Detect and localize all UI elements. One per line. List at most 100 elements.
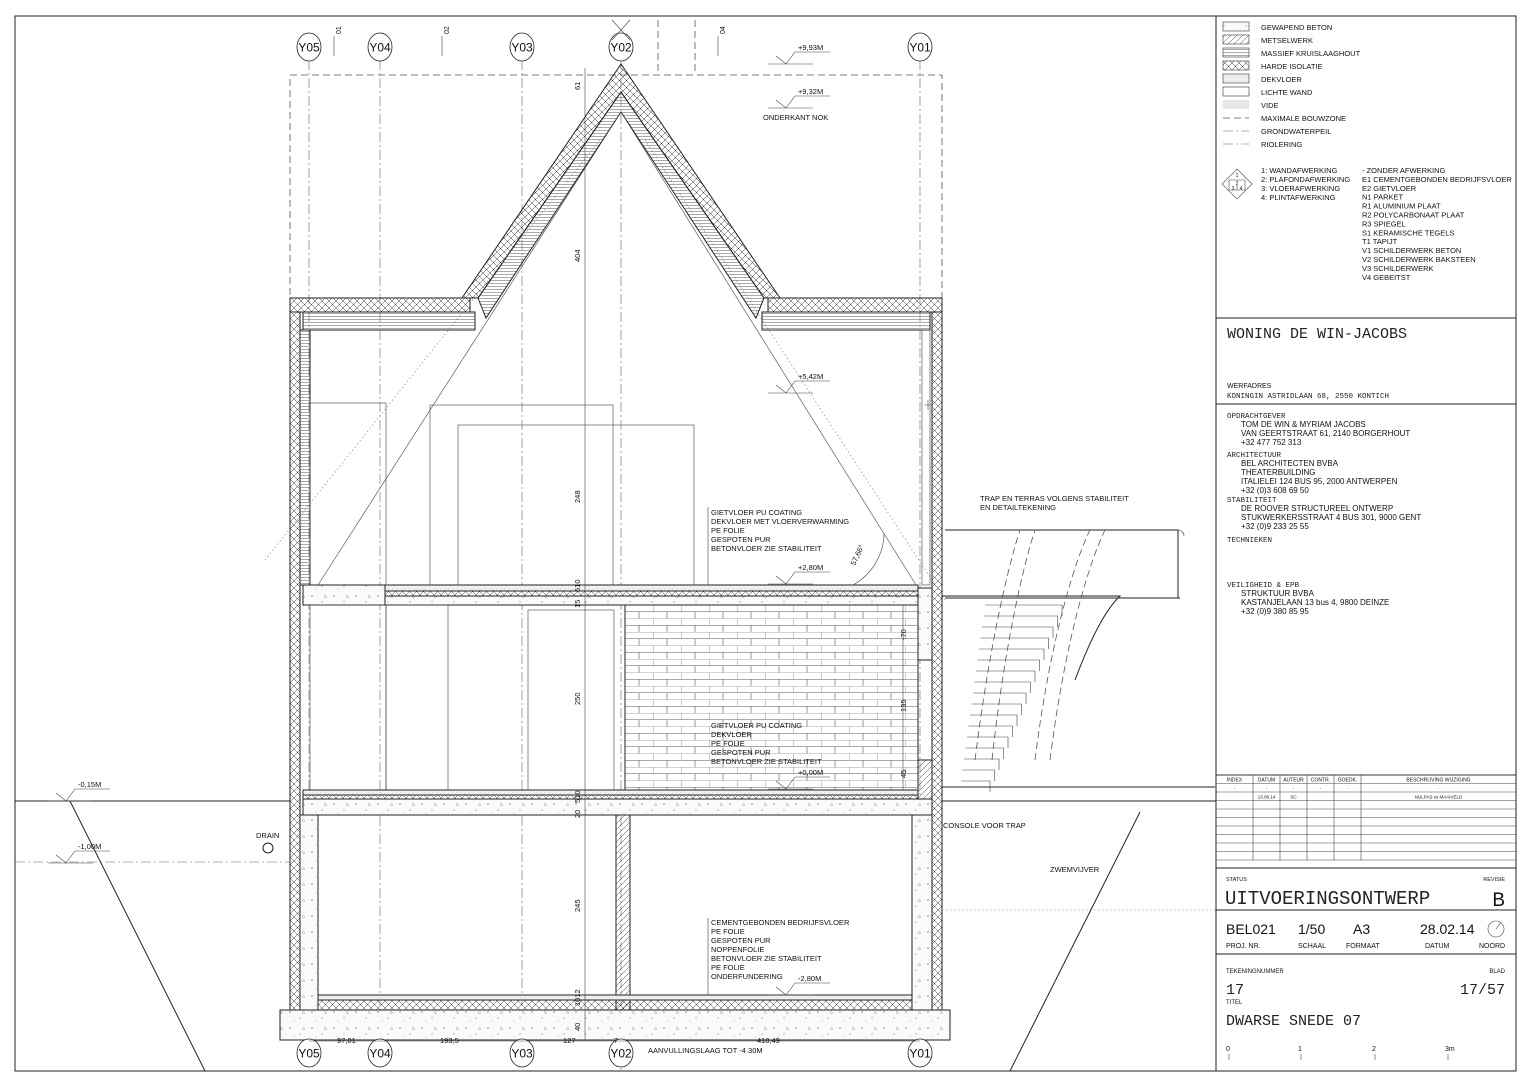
level-groundwater: -1,00M [78,842,101,851]
floor-build-up-basement: GESPOTEN PUR [711,936,771,945]
finish-code: R1 ALUMINIUM PLAAT [1362,202,1441,211]
grid-label: Y01 [909,1047,931,1061]
legend-item: GRONDWATERPEIL [1261,127,1331,136]
finish-number: 3 [1232,186,1235,192]
legend-item: VIDE [1261,101,1279,110]
legend-item: RIOLERING [1261,140,1302,149]
grid-bubble [296,32,322,62]
stability-label: STABILITEIT [1227,497,1277,505]
proj-nr: BEL021 [1226,921,1276,937]
grid-bubble [608,1038,634,1068]
revision: B [1492,890,1505,911]
floor-build-up-basement: PE FOLIE [711,963,745,972]
wall-left-insulation [289,311,301,1011]
revision-cell: - [1347,786,1349,791]
legend-item: METSELWERK [1261,36,1313,45]
architect-label: ARCHITECTUUR [1227,452,1282,460]
scale-label: SCHAAL [1298,943,1326,950]
scale-bar-label: 2 [1372,1046,1376,1053]
floor-build-up-ground: DEKVLOER [711,730,752,739]
roof-angle: 57,66° [849,543,866,567]
sheet-frame [14,15,1517,1072]
legend-item: GEWAPEND BETON [1261,23,1332,32]
drawing-title: DWARSE SNEDE 07 [1226,1013,1361,1030]
grid-label: Y05 [298,1047,320,1061]
drain-symbol [262,842,274,854]
level-ridge: +9,32M [798,87,823,96]
drain-label: DRAIN [256,831,279,840]
finish-key: 4: PLINTAFWERKING [1261,193,1336,202]
section-mark-04: 04 [720,26,727,34]
stair-treads [961,604,1063,792]
stability-line: STUKWERKERSSTRAAT 4 BUS 301, 9000 GENT [1241,513,1421,522]
basement-wall-right [911,814,933,1011]
dim-410: 410,49 [757,1036,780,1045]
title-label: TITEL [1226,1000,1243,1006]
revision-cell: SC [1290,795,1297,800]
site-address: KONINGIN ASTRIDLAAN 68, 2550 KONTICH [1227,393,1389,401]
floor-build-up-ground: BETONVLOER ZIE STABILITEIT [711,757,822,766]
fill-note: AANVULLINGSLAAG TOT -4.30M [648,1046,763,1055]
scale: 1/50 [1298,921,1325,937]
grid-bubble [608,32,634,62]
safety-label: VEILIGHEID & EPB [1227,582,1300,590]
client-label: OPDRACHTGEVER [1227,413,1286,421]
legend-item: MASSIEF KRUISLAAGHOUT [1261,49,1361,58]
finish-code: - ZONDER AFWERKING [1362,166,1446,175]
legend-swatch [1222,21,1250,32]
status: UITVOERINGSONTWERP [1225,888,1430,910]
floor-build-up-ground: GIETVLOER PU COATING [711,721,802,730]
stability-line: DE ROOVER STRUCTUREEL ONTWERP [1241,504,1393,513]
floor-build-up-first: GIETVLOER PU COATING [711,508,802,517]
floor-build-up-first: PE FOLIE [711,526,745,535]
finish-diamond-icon [1221,168,1253,200]
grid-bubble [367,1038,393,1068]
floor-build-up-ground: PE FOLIE [711,739,745,748]
project-name: WONING DE WIN-JACOBS [1227,326,1407,343]
grid-label: Y05 [298,41,320,55]
grid-label: Y02 [610,41,632,55]
level-basement: -2,80M [798,974,821,983]
revision-header: BESCHRIJVING WIJZIGING [1406,778,1470,784]
dim-250: 250 [573,692,582,705]
floor-build-up-basement: BETONVLOER ZIE STABILITEIT [711,954,822,963]
dim-61: 61 [573,82,582,90]
floor-build-up-first: GESPOTEN PUR [711,535,771,544]
revision-cell: - [1234,786,1236,791]
client-line: +32 477 752 313 [1241,438,1302,447]
revision-cell: NULPAS vs MAAIVELD [1415,795,1463,800]
finish-code: V1 SCHILDERWERK BETON [1362,246,1461,255]
revision-cell: - [1293,786,1295,791]
dim-97: 97,01 [337,1036,356,1045]
architect-line: THEATERBUILDING [1241,468,1316,477]
finish-key: 1: WANDAFWERKING [1261,166,1338,175]
finish-code: R3 SPIEGEL [1362,219,1406,228]
client-line: TOM DE WIN & MYRIAM JACOBS [1241,420,1366,429]
brick-wall [624,604,919,791]
legend-swatch [1222,60,1250,71]
legend-item: DEKVLOER [1261,75,1302,84]
grid-bubble [367,32,393,62]
level-top: +9,93M [798,43,823,52]
legend-swatch [1222,47,1250,58]
level-terrain: -0,15M [78,780,101,789]
revision-header: AUTEUR [1283,778,1304,784]
revision-cell: - [1438,786,1440,791]
foundation-slab [279,1009,951,1041]
finish-key: 2: PLAFONDAFWERKING [1261,175,1350,184]
floor-build-up-ground: GESPOTEN PUR [711,748,771,757]
finish-number: 4 [1240,186,1243,192]
date: 28.02.14 [1420,921,1475,937]
status-label: STATUS [1226,877,1247,883]
stair-note: TRAP EN TERRAS VOLGENS STABILITEIT [980,494,1129,503]
finish-number: 2 [1236,181,1239,187]
revision-cell: - [1320,786,1322,791]
dim-510: 510 [573,579,582,592]
grid-bubble [509,1038,535,1068]
floor-build-up-first: DEKVLOER MET VLOERVERWARMING [711,517,849,526]
dim-40: 40 [573,1023,582,1031]
north-label: NOORD [1479,943,1505,950]
legend-swatch [1223,100,1249,109]
ridge-note: ONDERKANT NOK [763,113,828,122]
